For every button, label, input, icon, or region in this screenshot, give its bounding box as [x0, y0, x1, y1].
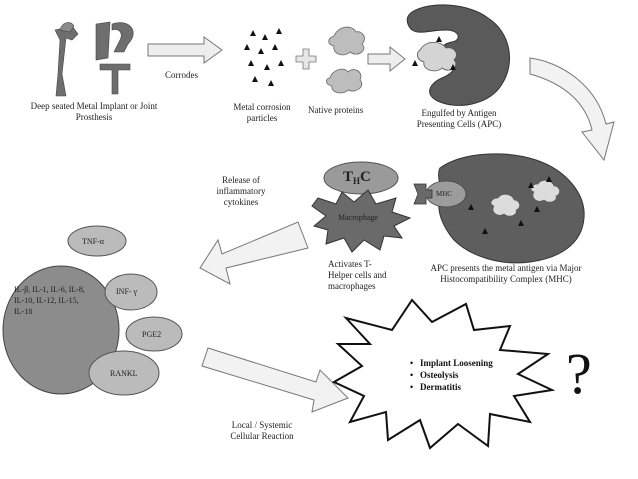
label-macrophage: Macrophage	[338, 213, 378, 222]
arrow-to-outcome	[201, 347, 349, 413]
label-implant-text: Deep seated Metal Implant or Joint Prost…	[30, 101, 158, 122]
label-interleukins: IL-β, IL-1, IL-6, IL-8, IL-10, IL-12, IL…	[14, 285, 85, 316]
label-pge2: PGE2	[142, 330, 162, 339]
arrow-corrodes	[147, 36, 223, 64]
label-implant: Deep seated Metal Implant or Joint Prost…	[30, 101, 158, 123]
label-particles: Metal corrosion particles	[233, 102, 291, 123]
label-release: Release of inflammatory cytokines	[216, 175, 266, 207]
thc-tail: C	[360, 169, 371, 185]
thc-label: THC	[343, 168, 371, 190]
arrow-to-apc	[367, 45, 406, 73]
outcome-item: Implant Loosening	[410, 357, 493, 369]
label-native-proteins: Native proteins	[308, 105, 364, 115]
arrow-to-cytokines	[199, 221, 309, 285]
apc-engulfing-cell	[406, 4, 510, 106]
macrophage-star	[311, 189, 412, 253]
label-inf: INF- γ	[116, 287, 138, 296]
corrosion-particles	[244, 28, 284, 86]
label-local-systemic: Local / Systemic Cellular Reaction	[230, 420, 294, 441]
curved-arrow-down	[529, 57, 615, 162]
thc-sub: H	[353, 176, 361, 186]
label-engulfed: Engulfed by Antigen Presenting Cells (AP…	[416, 108, 502, 129]
label-corrodes: Corrodes	[165, 70, 198, 80]
label-apc-presents: APC presents the metal antigen via Major…	[430, 263, 582, 284]
outcome-item: Dermatitis	[410, 381, 493, 393]
question-mark: ?	[566, 341, 592, 406]
label-tnf: TNF-α	[82, 237, 104, 246]
t-helper-cell	[323, 161, 399, 195]
label-activates: Activates T-Helper cells and macrophages	[328, 259, 387, 291]
outcome-list: Implant Loosening Osteolysis Dermatitis	[410, 357, 493, 393]
plus-sign	[295, 48, 317, 70]
apc-with-mhc	[413, 153, 585, 264]
cytokine-cells	[2, 225, 183, 396]
native-proteins	[326, 26, 365, 94]
thc-main: T	[343, 169, 354, 185]
implant-illustration	[54, 21, 134, 97]
label-mhc: MHC	[436, 190, 452, 198]
outcome-item: Osteolysis	[410, 369, 493, 381]
label-rankl: RANKL	[110, 369, 138, 378]
